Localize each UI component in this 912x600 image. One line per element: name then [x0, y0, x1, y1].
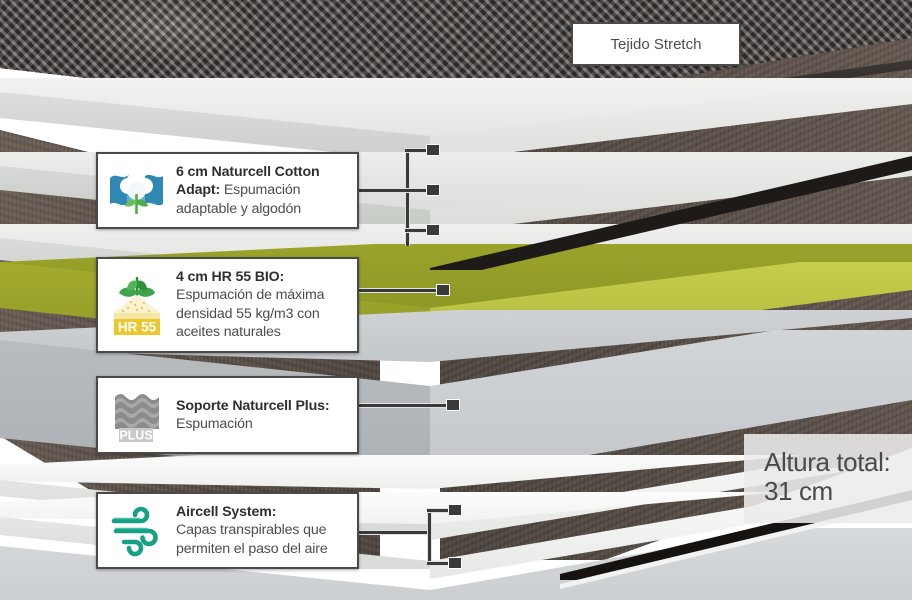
total-height-panel: Altura total: 31 cm	[744, 434, 912, 524]
connector-dot-slab-3	[426, 224, 440, 236]
callout-hr-55-bio-text: 4 cm HR 55 BIO: Espumación de máxima den…	[176, 268, 325, 342]
callout-2-title: 4 cm HR 55 BIO:	[176, 269, 285, 285]
callout-3-title: Soporte Naturcell Plus:	[176, 397, 330, 414]
callout-1-desc-line1: Espumación	[220, 182, 301, 199]
total-height-label: Altura total:	[764, 447, 891, 477]
callout-tejido-stretch[interactable]: Tejido Stretch	[571, 22, 741, 66]
callout-2-desc-line2: densidad 55 kg/m3 con	[176, 305, 320, 322]
callout-2-desc-line1: Espumación de máxima	[176, 287, 325, 304]
foam-waves-plus-icon: PLUS	[108, 387, 166, 443]
callout-1-title-line1: 6 cm Naturcell Cotton	[176, 164, 320, 180]
hr55-badge-text: HR 55	[118, 319, 157, 334]
callout-3-desc-line1: Espumación	[176, 416, 253, 432]
callout-1-desc-line2: adaptable y algodón	[176, 200, 301, 217]
callout-hr-55-bio[interactable]: HR 55 4 cm HR 55 BIO: Espumación de máxi…	[96, 257, 359, 353]
connector-dot-plus	[446, 399, 460, 411]
connector-dot-aircell-2	[448, 557, 462, 569]
callout-soporte-naturcell-plus-text: Soporte Naturcell Plus: Espumación	[176, 397, 330, 434]
callout-4-desc-line1: Capas transpirables que	[176, 522, 327, 539]
connector-dot-slab-2	[426, 184, 440, 196]
callout-tejido-stretch-label: Tejido Stretch	[610, 35, 702, 53]
air-flow-icon	[108, 504, 166, 558]
callout-4-desc-line2: permiten el paso del aire	[176, 540, 328, 557]
hr55-foam-block-icon: HR 55	[108, 273, 166, 337]
callout-soporte-naturcell-plus[interactable]: PLUS Soporte Naturcell Plus: Espumación	[96, 376, 359, 454]
plus-badge-text: PLUS	[119, 429, 152, 443]
callout-4-title: Aircell System:	[176, 504, 277, 520]
connector-dot-aircell-1	[448, 504, 462, 516]
callout-aircell-system-text: Aircell System: Capas transpirables que …	[176, 503, 328, 558]
callout-naturcell-cotton-adapt[interactable]: 6 cm Naturcell Cotton Adapt: Espumación …	[96, 152, 359, 230]
connector-dot-hr55	[436, 284, 450, 296]
callout-2-desc-line3: aceites naturales	[176, 324, 281, 341]
callout-aircell-system[interactable]: Aircell System: Capas transpirables que …	[96, 492, 359, 570]
cotton-boll-icon	[108, 164, 166, 218]
total-height-value: 31 cm	[764, 476, 833, 507]
callout-1-title-line2: Adapt:	[176, 182, 221, 199]
callout-naturcell-cotton-adapt-text: 6 cm Naturcell Cotton Adapt: Espumación …	[176, 163, 320, 218]
connector-dot-slab-1	[426, 144, 440, 156]
